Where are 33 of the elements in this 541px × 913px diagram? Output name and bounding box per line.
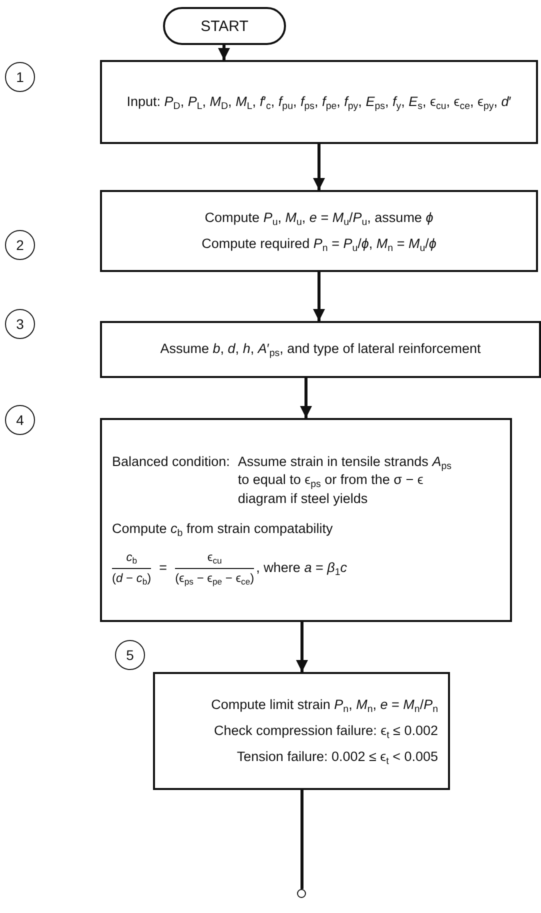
step-text: Compute limit strain P$_{n}$, M$_{n}$, e = M$_{n}$/P$_{n}$ xyxy=(211,696,438,714)
step-text: Assume strain in tensile strands A$_{ps}$ to equal to ϵ$_{ps}$ or from the σ − ϵ diagram if steel yields xyxy=(238,453,452,508)
process-box xyxy=(100,60,538,144)
step-text: Compute P$_{u}$, M$_{u}$, e = M$_{u}$/P$_{u}$, assume ϕ xyxy=(204,208,434,227)
step-number: 2 xyxy=(5,230,35,260)
terminal-circle xyxy=(297,889,306,898)
step-number: 5 xyxy=(115,640,145,670)
step-text: c$_{b}$ xyxy=(126,550,137,566)
arrow xyxy=(218,45,230,60)
step-text: Tension failure: 0.002 ≤ ϵ$_{t}$ < 0.005 xyxy=(236,748,438,766)
step-number: 3 xyxy=(5,309,35,339)
arrow xyxy=(313,144,325,190)
step-number: 1 xyxy=(5,62,35,92)
step-text: Compute c$_{b}$ from strain compatability xyxy=(112,520,333,538)
arrow xyxy=(313,272,325,321)
step-number: 4 xyxy=(5,405,35,435)
step-text: Assume b, d, h, A′$_{ps}$, and type of lateral reinforcement xyxy=(160,340,481,359)
step-text: Check compression failure: ϵ$_{t}$ ≤ 0.002 xyxy=(214,722,438,740)
step-text: , where a = β$_{1}$c xyxy=(256,559,347,578)
arrow xyxy=(300,378,312,418)
step-text: = xyxy=(159,559,168,578)
arrow xyxy=(296,622,308,672)
terminal-box: START xyxy=(163,7,286,45)
process-box xyxy=(153,672,450,790)
step-text: (ϵ$_{ps}$ − ϵ$_{pe}$ − ϵ$_{ce}$) xyxy=(175,571,254,587)
process-box xyxy=(100,418,512,622)
step-text: (d − c$_{b}$) xyxy=(112,571,152,587)
step-text: Input: P$_{D}$, P$_{L}$, M$_{D}$, M$_{L}$, f′$_{c}$, f$_{pu}$, f$_{ps}$, f$_{pe}$, f$_{py}$, E$_{ps}$, f$_{y}$, E$_{s}$, ϵ$_{cu}$, ϵ$_{ce}$, ϵ$_{py}$, d′ xyxy=(126,92,512,112)
process-box xyxy=(100,190,538,272)
step-text: Balanced condition: xyxy=(112,453,230,472)
process-box xyxy=(100,321,541,378)
step-text: ϵ$_{cu}$ xyxy=(207,550,222,566)
step-text: Compute required P$_{n}$ = P$_{u}$/ϕ, M$_{n}$ = M$_{u}$/ϕ xyxy=(202,235,436,254)
